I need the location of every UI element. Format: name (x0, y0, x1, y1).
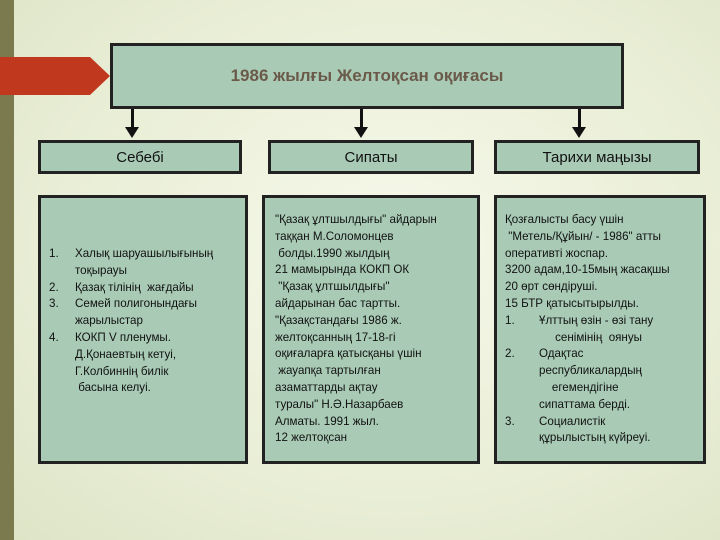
connector-middle (360, 109, 363, 129)
text-line: 15 БТР қатысытырылды. (505, 296, 639, 310)
list-item: 3. Социалистік құрылыстың күйреуі. (505, 414, 701, 448)
list-text-line: сенімінің оянуы (539, 330, 642, 344)
list-text-line: жарылыстар (75, 314, 143, 328)
arrowhead-left (125, 127, 139, 138)
text-line: желтоқсанның 17-18-гі (275, 330, 396, 344)
causes-list: 1. Халық шаруашылығының тоқырауы 2. Қазақ ті… (41, 246, 243, 397)
text-line: "Қазақ ұлтшылдығы" (275, 280, 390, 294)
text-line: Қозғалысты басу үшін (505, 213, 624, 226)
list-text-line: Семей полигонындағы (75, 297, 197, 311)
list-item: 2. Қазақ тілінің жағдайы (41, 280, 243, 297)
text-line: "Қазақстандағы 1986 ж. (275, 313, 402, 327)
heading-character: Сипаты (344, 148, 398, 166)
list-text-line: Қазақ тілінің жағдайы (75, 280, 194, 294)
list-text: Социалистік құрылыстың күйреуі. (539, 414, 701, 448)
list-text-line: Халық шаруашылығының (75, 247, 214, 260)
content-box-causes: 1. Халық шаруашылығының тоқырауы 2. Қазақ ті… (38, 195, 248, 464)
list-text-line: республикалардың (539, 364, 642, 378)
list-number: 3. (49, 297, 59, 311)
list-text: Одақтас республикалардың егемендігіне сипа… (539, 346, 701, 413)
list-number: 1. (49, 247, 59, 260)
list-number: 4. (49, 330, 59, 344)
text-line: жауапқа тартылған (275, 364, 381, 378)
title-box: 1986 жылғы Желтоқсан оқиғасы (110, 43, 624, 109)
list-number: 2. (505, 347, 515, 361)
text-line: оқиғаларға қатысқаны үшін (275, 347, 422, 361)
arrowhead-middle (354, 127, 368, 138)
list-number: 1. (505, 313, 515, 327)
list-text: Қазақ тілінің жағдайы (75, 280, 243, 297)
red-arrow-tab (0, 57, 110, 95)
list-text: Халық шаруашылығының тоқырауы (75, 246, 243, 280)
list-text-line: басына келуі. (75, 381, 151, 395)
list-text-line: егемендігіне (539, 380, 619, 394)
list-item: 4. КОКП V пленумы. Д.Қонаевтың кетуі, Г.Кол… (41, 330, 243, 397)
arrowhead-right (572, 127, 586, 138)
list-item: 2. Одақтас республикалардың егемендігіне си… (505, 346, 701, 413)
significance-list: 1. Ұлттың өзін - өзі тану сенімінің оянуы… (505, 313, 701, 447)
text-line: 20 өрт сөндіруші. (505, 280, 598, 294)
list-text-line: КОКП V пленумы. (75, 330, 171, 344)
heading-box-character: Сипаты (268, 140, 474, 174)
text-line: айдарынан бас тартты. (275, 296, 401, 310)
text-line: азаматтарды ақтау (275, 380, 378, 394)
list-number: 3. (505, 414, 515, 428)
connector-left (131, 109, 134, 129)
list-text-line: тоқырауы (75, 263, 127, 277)
list-text-line: Ұлттың өзін - өзі тану (539, 313, 654, 327)
text-line: болды.1990 жылдың (275, 246, 390, 260)
list-text-line: Социалистік (539, 414, 606, 428)
text-line: оперативті жоспар. (505, 246, 609, 260)
list-text-line: Д.Қонаевтың кетуі, (75, 347, 177, 361)
title-text: 1986 жылғы Желтоқсан оқиғасы (230, 66, 504, 85)
text-line: таққан М.Соломонцев (275, 229, 394, 243)
text-line: 12 желтоқсан (275, 431, 348, 445)
list-text: КОКП V пленумы. Д.Қонаевтың кетуі, Г.Колби… (75, 330, 243, 397)
list-item: 3. Семей полигонындағы жарылыстар (41, 296, 243, 330)
heading-box-causes: Себебі (38, 140, 242, 174)
text-line: Алматы. 1991 жыл. (275, 414, 379, 428)
text-line: 3200 адам,10-15мың жасақшы (505, 263, 670, 277)
heading-significance: Тарихи маңызы (542, 148, 652, 166)
list-number: 2. (49, 280, 59, 294)
list-text-line: Одақтас (539, 347, 584, 361)
list-item: 1. Халық шаруашылығының тоқырауы (41, 246, 243, 280)
list-text: Семей полигонындағы жарылыстар (75, 296, 243, 330)
left-side-bar (0, 0, 14, 540)
character-text: "Қазақ ұлтшылдығы" айдарын таққан М.Солом… (275, 212, 473, 447)
text-line: "Қазақ ұлтшылдығы" айдарын (275, 213, 437, 226)
list-item: 1. Ұлттың өзін - өзі тану сенімінің оянуы (505, 313, 701, 347)
list-text-line: құрылыстың күйреуі. (539, 431, 651, 445)
connector-right (578, 109, 581, 129)
text-line: туралы" Н.Ә.Назарбаев (275, 397, 404, 411)
text-line: "Метель/Құйын/ - 1986" атты (505, 229, 662, 243)
list-text-line: сипаттама берді. (539, 397, 631, 411)
text-line: 21 мамырында КОКП ОК (275, 263, 410, 277)
heading-box-significance: Тарихи маңызы (494, 140, 700, 174)
list-text-line: Г.Колбиннің билік (75, 364, 169, 378)
content-box-character: "Қазақ ұлтшылдығы" айдарын таққан М.Солом… (262, 195, 480, 464)
heading-causes: Себебі (116, 148, 164, 166)
significance-text: Қозғалысты басу үшін "Метель/Құйын/ - 19… (505, 212, 701, 313)
content-box-significance: Қозғалысты басу үшін "Метель/Құйын/ - 19… (494, 195, 706, 464)
list-text: Ұлттың өзін - өзі тану сенімінің оянуы (539, 313, 701, 347)
